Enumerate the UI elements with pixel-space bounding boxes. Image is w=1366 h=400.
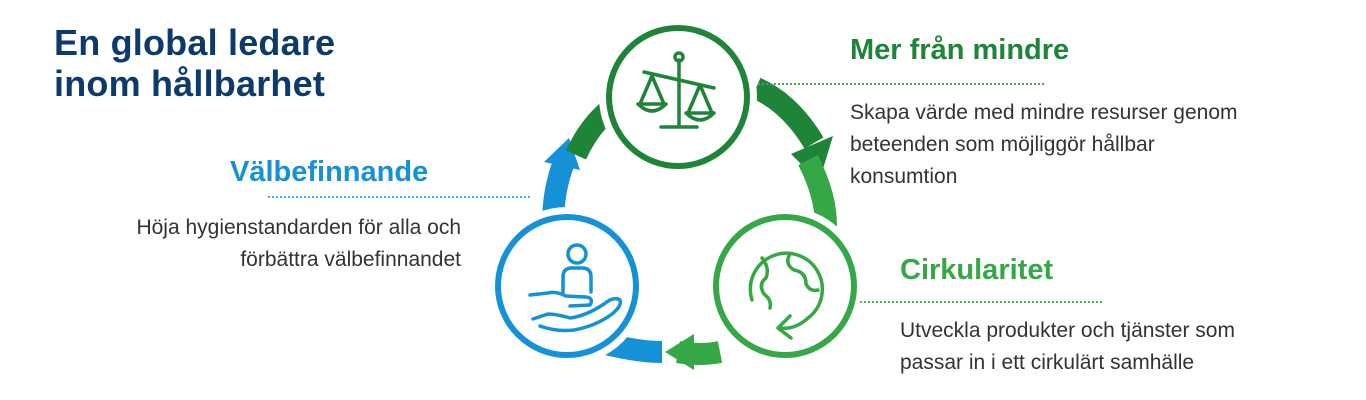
dotted-connector-valbefinnande <box>268 196 530 198</box>
heading-cirkularitet: Cirkularitet <box>900 254 1054 286</box>
circle-cirk-ring <box>713 214 857 358</box>
description-mer-fran-mindre: Skapa värde med mindre resurser genom be… <box>850 97 1238 193</box>
description-line: konsumtion <box>850 165 958 188</box>
globe-recycle-icon <box>748 251 825 340</box>
title-line-1: En global ledare <box>54 22 336 63</box>
dotted-connector-mer <box>758 83 1044 85</box>
hand-person-icon <box>528 243 623 333</box>
circle-val-ring <box>495 214 639 358</box>
description-line: Höja hygienstandarden för alla och <box>136 216 461 239</box>
arrow-dark-green <box>751 77 824 149</box>
description-cirkularitet: Utveckla produkter och tjänster som pass… <box>900 315 1235 379</box>
scales-icon <box>636 51 716 129</box>
description-valbefinnande: Höja hygienstandarden för alla och förbä… <box>136 212 461 276</box>
description-line: Skapa värde med mindre resurser genom <box>850 101 1238 124</box>
heading-mer-fran-mindre: Mer från mindre <box>850 34 1070 66</box>
heading-valbefinnande: Välbefinnande <box>230 156 429 188</box>
page-title: En global ledare inom hållbarhet <box>54 22 335 104</box>
description-line: passar in i ett cirkulärt samhälle <box>900 351 1195 374</box>
cycle-arrows <box>542 77 837 370</box>
title-line-2: inom hållbarhet <box>54 63 326 104</box>
description-line: förbättra välbefinnandet <box>240 248 461 271</box>
arrow-light-green-head <box>665 334 694 370</box>
dotted-connector-cirkularitet <box>860 301 1102 303</box>
description-line: Utveckla produkter och tjänster som <box>900 319 1235 342</box>
description-line: beteenden som möjliggör hållbar <box>850 133 1155 156</box>
